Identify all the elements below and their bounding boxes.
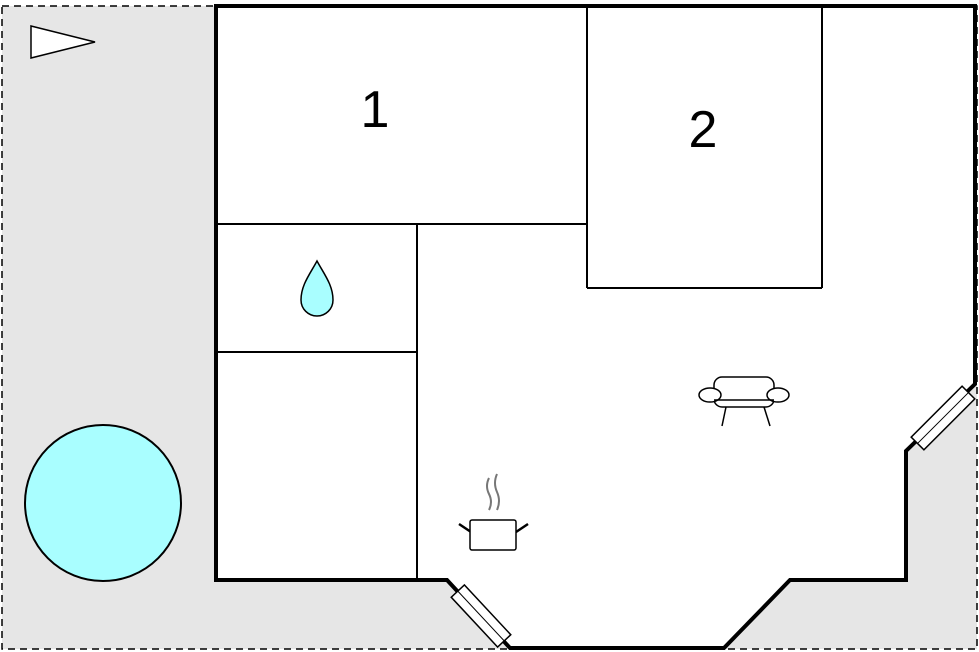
door-bottom xyxy=(450,583,512,649)
pool-icon xyxy=(24,424,182,582)
water-drop-icon xyxy=(300,259,334,317)
interior-walls xyxy=(216,6,823,580)
sofa-icon xyxy=(698,376,790,427)
room-1-label: 1 xyxy=(361,81,390,139)
building-outline xyxy=(214,4,977,650)
north-arrow-icon xyxy=(30,25,96,59)
room-2-label: 2 xyxy=(689,101,718,159)
cooking-pot-icon xyxy=(458,473,529,551)
door-right xyxy=(910,385,976,451)
